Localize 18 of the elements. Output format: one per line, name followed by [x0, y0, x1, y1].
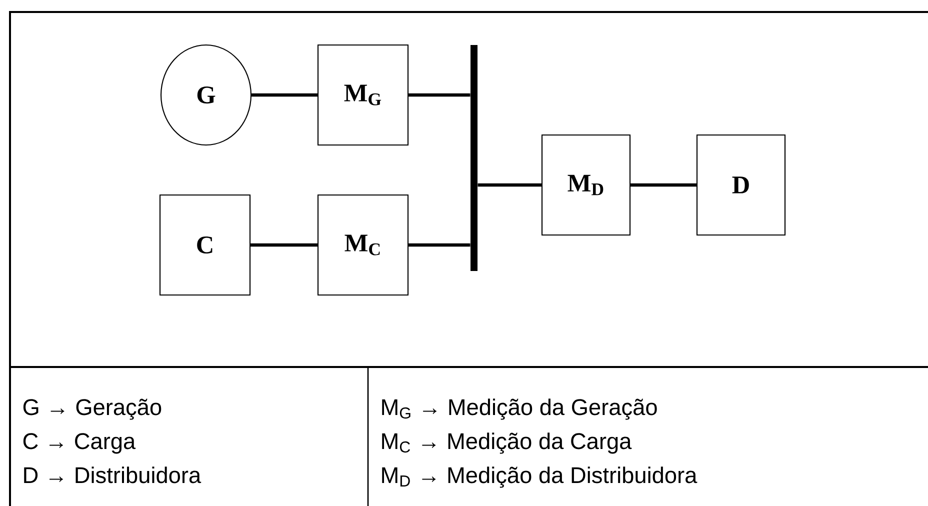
connection-line: [250, 243, 318, 247]
connection-line: [408, 243, 470, 247]
connection-line: [252, 93, 318, 97]
meter-box: M$_{G}$: [317, 44, 409, 146]
meter-box: M$_{C}$: [317, 194, 409, 296]
meter-box: M$_{D}$: [541, 134, 631, 236]
load-box: C: [159, 194, 251, 296]
distributor-box: D: [696, 134, 786, 236]
connection-line: [478, 183, 542, 187]
bus-bar: [470, 45, 478, 271]
legend-text: M$_{C}$ → Medição da Carga: [382, 432, 632, 454]
connection-line: [408, 93, 470, 97]
connection-line: [630, 183, 696, 187]
legend-text: G → Geração: [23, 398, 162, 420]
legend-text: D → Distribuidora: [24, 466, 202, 484]
legend-text: M$_{D}$ → Medição da Distribuidora: [382, 466, 698, 488]
legend-text: M$_{G}$ → Medição da Geração: [382, 398, 657, 420]
legend-text: C → Carga: [23, 433, 136, 454]
